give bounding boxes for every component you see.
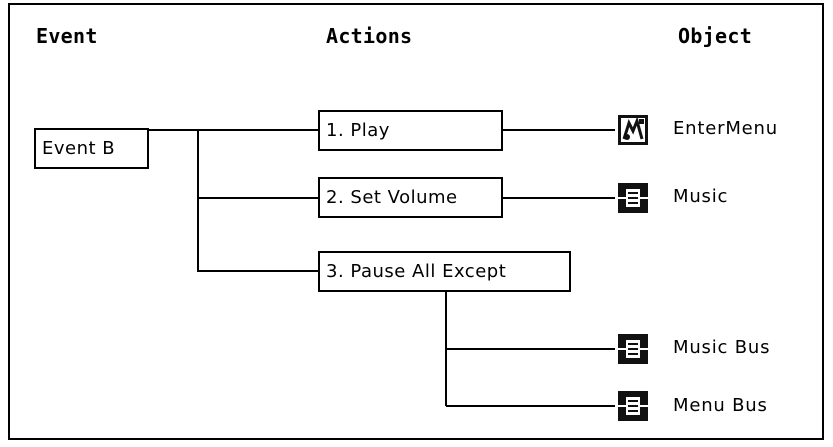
connector-event-trunk <box>197 130 199 272</box>
object-label-music-bus: Music Bus <box>673 337 771 358</box>
object-label-entermenu: EnterMenu <box>673 118 778 139</box>
action-box-pause-all-except[interactable]: 3. Pause All Except <box>318 251 571 292</box>
header-object: Object <box>678 24 753 48</box>
event-label: Event B <box>42 138 116 159</box>
action-box-play[interactable]: 1. Play <box>318 110 503 151</box>
connector-pause-to-music-bus <box>446 348 615 350</box>
action-label-set-volume: 2. Set Volume <box>326 187 458 208</box>
action-label-pause-all-except: 3. Pause All Except <box>326 261 507 282</box>
connector-set-volume-to-music <box>503 197 615 199</box>
bus-icon-menu-bus[interactable] <box>618 391 648 421</box>
object-label-menu-bus: Menu Bus <box>673 395 768 416</box>
connector-trunk-to-pause <box>198 270 318 272</box>
connector-play-to-entermenu <box>503 129 615 131</box>
event-box[interactable]: Event B <box>34 128 149 169</box>
bus-icon-music-bus[interactable] <box>618 334 648 364</box>
connector-pause-to-menu-bus <box>446 405 615 407</box>
action-label-play: 1. Play <box>326 120 390 141</box>
object-label-music: Music <box>673 186 729 207</box>
sound-object-icon[interactable] <box>618 115 648 145</box>
header-actions: Actions <box>326 24 413 48</box>
action-box-set-volume[interactable]: 2. Set Volume <box>318 177 503 218</box>
connector-trunk-to-set-volume <box>198 197 318 199</box>
header-event: Event <box>36 24 98 48</box>
bus-icon-music[interactable] <box>618 183 648 213</box>
connector-event-to-play <box>149 129 318 131</box>
diagram-frame <box>8 3 824 440</box>
